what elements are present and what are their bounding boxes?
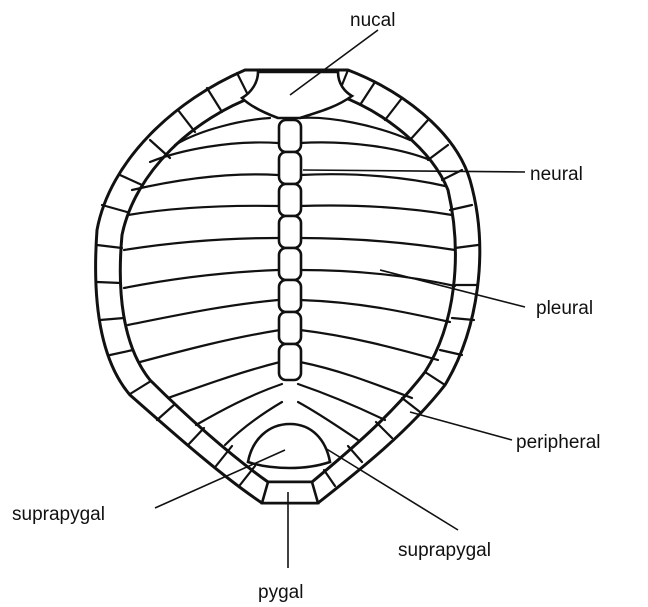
neural-bone-8 (279, 344, 301, 380)
pygal-bone (262, 482, 318, 503)
neural-bone-6 (279, 280, 301, 312)
suprapygal-right-label: suprapygal (398, 540, 491, 561)
pygal-label: pygal (258, 582, 303, 603)
pleural-ribs-right (298, 118, 455, 440)
neural-bone-2 (279, 152, 301, 184)
neural-leader (303, 170, 525, 172)
pleural-ribs-left (124, 118, 282, 445)
suprapygal-left-label: suprapygal (12, 504, 105, 525)
suprapygal-right-leader (325, 448, 458, 530)
nucal-label: nucal (350, 10, 395, 31)
neural-bone-3 (279, 184, 301, 216)
neural-bone-4 (279, 216, 301, 248)
neural-bone-7 (279, 312, 301, 344)
neural-label: neural (530, 164, 583, 185)
peripheral-label: peripheral (516, 432, 601, 453)
neural-column (279, 120, 301, 380)
pleural-label: pleural (536, 298, 593, 319)
peripheral-leader (410, 412, 512, 440)
neural-bone-5 (279, 248, 301, 280)
neural-bone-1 (279, 120, 301, 152)
nucal-bone (242, 72, 352, 118)
